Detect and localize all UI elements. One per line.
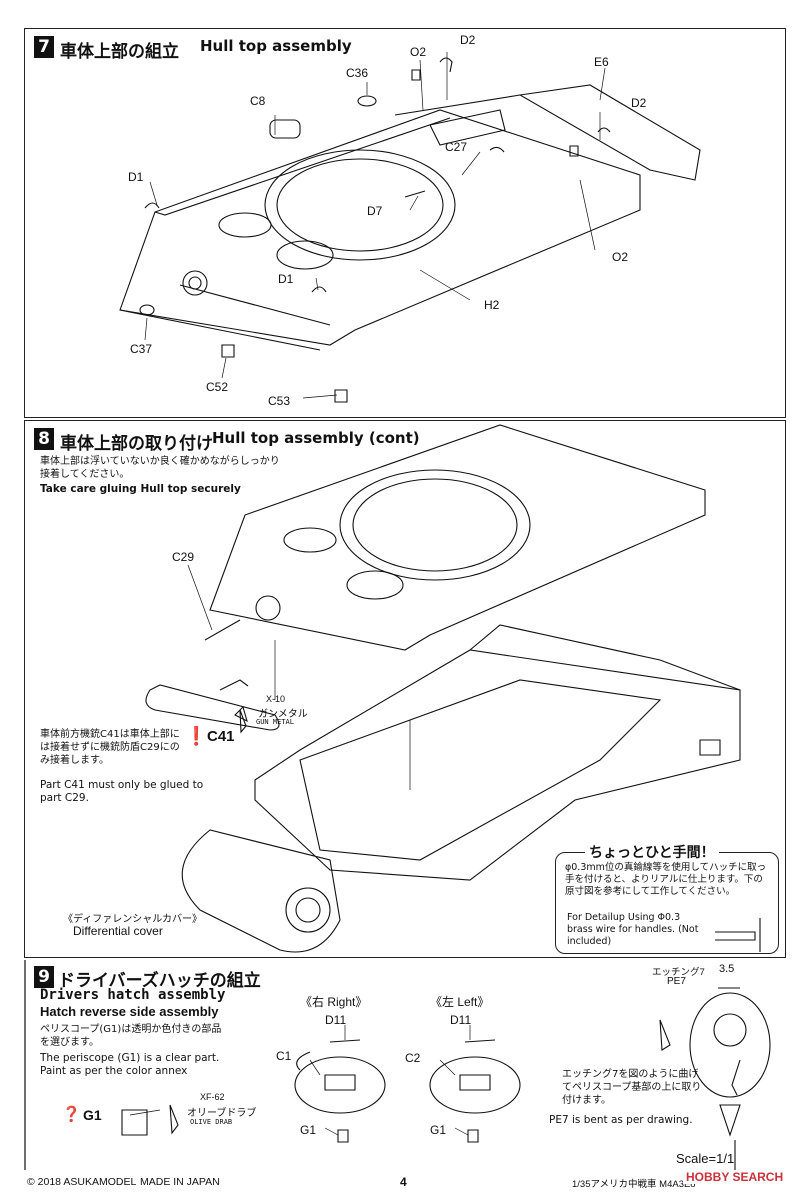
step9-hatch-drawings	[121, 709, 771, 1170]
part-label-c36: C36	[346, 66, 369, 80]
part-label-c27: C27	[445, 140, 468, 154]
part-label-c37: C37	[130, 342, 153, 356]
step9-title-jp: ドライバーズハッチの組立	[58, 971, 261, 991]
etch-note-en: PE7 is bent as per drawing.	[549, 1114, 693, 1126]
paint-code-x10: X-10	[266, 694, 286, 704]
step8-note-jp: 車体上部は浮いていないか良く確かめながらしっかり接着してください。	[40, 456, 280, 480]
part-label-c41: C41	[207, 728, 235, 745]
part-label-c53: C53	[268, 394, 291, 408]
part-label-c2: C2	[405, 1051, 421, 1065]
etch-label-jp: エッチング7	[652, 967, 705, 978]
footer-made-in: MADE IN JAPAN	[140, 1176, 220, 1188]
part-label-o2-top: O2	[410, 45, 427, 59]
part-label-c29: C29	[172, 550, 195, 564]
detail-tip-title: ちょっとひと手間！	[585, 842, 719, 862]
step7-hull-top-drawing	[119, 57, 701, 403]
footer-watermark: HOBBY SEARCH	[683, 1170, 787, 1184]
step9-number: 9	[34, 966, 54, 988]
step8-note-en: Take care gluing Hull top securely	[40, 483, 241, 495]
step9-title-en: Drivers hatch assembly	[40, 987, 226, 1003]
step8-frame	[24, 420, 786, 958]
step8-assembly-drawing	[145, 424, 741, 953]
part-label-e6: E6	[594, 55, 609, 69]
periscope-note-jp: ペリスコープ(G1)は透明か色付きの部品を選びます。	[40, 1024, 222, 1048]
paint-name-en-olive: OLIVE DRAB	[190, 1118, 233, 1126]
step7-title-jp: 車体上部の組立	[60, 42, 179, 62]
part-label-g1-right: G1	[300, 1123, 317, 1137]
part-label-d7: D7	[367, 204, 383, 218]
part-label-c1: C1	[276, 1049, 292, 1063]
step7-title-en: Hull top assembly	[200, 37, 352, 55]
diff-cover-label-jp: 《ディファレンシャルカバー》	[63, 914, 202, 925]
mg-note-jp: 車体前方機銃C41は車体上部には接着せずに機銃防盾C29にのみ接着します。	[40, 729, 180, 766]
part-label-o2-bottom: O2	[612, 250, 629, 264]
part-label-d2-right: D2	[631, 96, 647, 110]
step8-number: 8	[34, 428, 54, 450]
footer-product: 1/35アメリカ中戦車 M4A3E8	[572, 1179, 696, 1190]
etch-part-label: PE7	[667, 976, 686, 987]
etch-note-jp: エッチング7を図のように曲げてペリスコープ基部の上に取り付けます。	[562, 1069, 702, 1106]
etch-dimension: 3.5	[719, 963, 735, 975]
part-label-d1-left: D1	[128, 170, 144, 184]
mg-note-en: Part C41 must only be glued to part C29.	[40, 779, 204, 804]
detail-tip-text-en: For Detailup Using Φ0.3 brass wire for h…	[567, 912, 699, 947]
paint-name-en-gunmetal: GUN METAL	[256, 718, 294, 726]
step7-number: 7	[34, 36, 54, 58]
detail-tip-text-jp: φ0.3mm位の真鍮線等を使用してハッチに取っ手を付けると、よりリアルに仕上りま…	[565, 862, 767, 897]
part-label-c52: C52	[206, 380, 229, 394]
periscope-note-en: The periscope (G1) is a clear part. Pain…	[40, 1052, 220, 1077]
part-label-d1-mid: D1	[278, 272, 294, 286]
part-label-d11-left: D11	[450, 1013, 472, 1027]
part-label-d11-right: D11	[325, 1013, 347, 1027]
step9-subtitle: Hatch reverse side assembly	[40, 1004, 219, 1019]
paint-name-jp-gunmetal: ガンメタル	[258, 709, 308, 720]
part-label-c8: C8	[250, 94, 266, 108]
paint-code-xf62: XF-62	[200, 1092, 225, 1102]
caution-icon-g1: ❓	[62, 1105, 81, 1123]
part-label-d2-top: D2	[460, 33, 476, 47]
part-label-h2: H2	[484, 298, 500, 312]
step7-frame	[24, 28, 786, 418]
paint-name-jp-olive: オリーブドラブ	[187, 1108, 257, 1119]
hatch-right-label: 《右 Right》	[300, 995, 368, 1009]
hatch-left-label: 《左 Left》	[430, 995, 490, 1009]
scale-label: Scale=1/1	[676, 1151, 735, 1166]
part-label-g1-left: G1	[430, 1123, 447, 1137]
caution-icon: ❗	[185, 726, 208, 747]
page-number: 4	[400, 1175, 407, 1189]
step8-title-jp: 車体上部の取り付け	[60, 434, 213, 454]
part-label-g1-main: G1	[83, 1107, 102, 1123]
step8-title-en: Hull top assembly (cont)	[212, 429, 420, 447]
footer-copyright: © 2018 ASUKAMODEL	[27, 1176, 137, 1188]
diff-cover-label-en: Differential cover	[73, 924, 163, 938]
